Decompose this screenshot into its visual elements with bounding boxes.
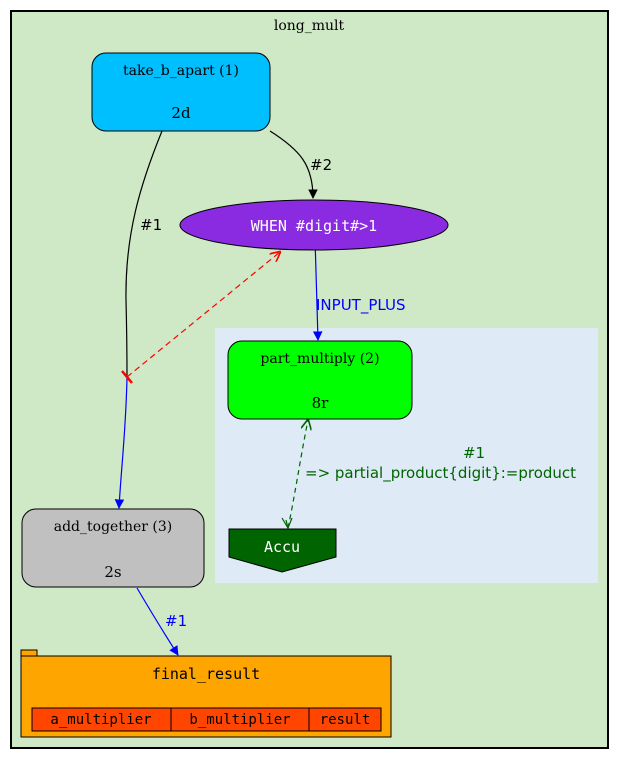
node-accu-label: Accu — [264, 538, 300, 556]
edge-label-part-to-accu-2: => partial_product{digit}:=product — [305, 464, 576, 483]
node-part-multiply[interactable]: part_multiply (2) 8r — [227, 340, 413, 420]
edge-label-take-to-when: #2 — [310, 156, 332, 174]
node-part-multiply-name: part_multiply (2) — [260, 351, 379, 367]
edge-when-to-part — [312, 237, 323, 341]
node-final-result-title: final_result — [152, 665, 260, 683]
edges: #2 #1 INPUT_PLUS #1 => partial_product{d… — [114, 130, 576, 656]
edge-junction-to-add — [114, 376, 128, 509]
node-when-condition[interactable]: WHEN #digit#>1 — [179, 199, 449, 251]
table-column-result: result — [320, 712, 371, 728]
node-add-together-sub: 2s — [104, 563, 121, 581]
edge-junction-to-when — [126, 252, 280, 378]
table-column-a-multiplier: a_multiplier — [50, 712, 151, 728]
node-final-result[interactable]: final_result a_multiplier b_multiplier r… — [20, 649, 392, 738]
cluster-title: long_mult — [274, 18, 345, 34]
edge-label-when-to-part: INPUT_PLUS — [316, 296, 406, 315]
node-accu[interactable]: Accu — [228, 528, 337, 573]
table-column-b-multiplier: b_multiplier — [189, 712, 290, 728]
node-take-b-apart[interactable]: take_b_apart (1) 2d — [91, 52, 271, 132]
node-add-together-name: add_together (3) — [54, 519, 172, 535]
edge-label-take-to-add: #1 — [140, 216, 162, 234]
edge-part-to-accu-arrow — [287, 420, 308, 529]
accu-arrowhead — [281, 517, 293, 530]
node-part-multiply-sub: 8r — [312, 394, 330, 412]
edge-label-part-to-accu-1: #1 — [463, 444, 485, 462]
edge-take-to-junction — [125, 130, 163, 378]
inhibitor-bar — [121, 370, 133, 384]
edge-label-add-to-final: #1 — [165, 612, 187, 630]
edge-take-to-when — [269, 130, 318, 199]
node-when-label: WHEN #digit#>1 — [251, 217, 377, 235]
final-result-table: a_multiplier b_multiplier result — [31, 707, 382, 732]
node-take-b-apart-name: take_b_apart (1) — [123, 63, 239, 79]
edge-add-to-final — [136, 587, 179, 656]
node-take-b-apart-sub: 2d — [171, 104, 191, 122]
table-cell-result — [308, 707, 382, 732]
node-add-together[interactable]: add_together (3) 2s — [21, 508, 205, 588]
